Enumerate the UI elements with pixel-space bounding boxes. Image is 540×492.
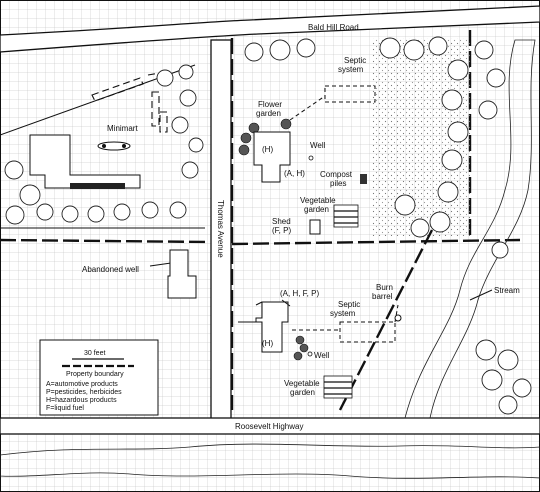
- veg-bot-label-2: garden: [290, 388, 315, 397]
- bottom-house-porch: [255, 299, 291, 307]
- tree-cluster-upper: [244, 36, 469, 238]
- compost-bin: [360, 174, 367, 184]
- septic-bot-label-2: system: [330, 309, 356, 318]
- parking-strip-1: [91, 77, 144, 102]
- legend-boundary-label: Property boundary: [66, 371, 124, 378]
- fuel-pump-2: [122, 144, 126, 148]
- shed-building: [309, 219, 321, 235]
- bottom-stream: [0, 443, 540, 479]
- minimart-sign: [70, 183, 125, 189]
- septic-top-pipe: [289, 95, 326, 121]
- compost-label-2: piles: [330, 179, 346, 188]
- abandoned-well-label: Abandoned well: [82, 265, 139, 274]
- septic-top-field: [324, 85, 376, 103]
- veg-bot-label-1: Vegetable: [284, 379, 320, 388]
- bottom-shrubs: [293, 335, 309, 361]
- septic-top-label-2: system: [338, 65, 364, 74]
- shed-label-2: (F, P): [272, 226, 291, 235]
- compost-label-1: Compost: [320, 170, 353, 179]
- minimart-label: Minimart: [107, 124, 138, 133]
- legend-item-p: P=pesticides, herbicides: [46, 389, 122, 396]
- veg-top-label-2: garden: [304, 205, 329, 214]
- thomas-avenue-label: Thomas Avenue: [216, 200, 225, 258]
- veg-bot-rows: [323, 375, 353, 399]
- stream-label: Stream: [494, 286, 520, 295]
- well-top-marker: [308, 155, 314, 161]
- parking-strip-3: [151, 91, 160, 127]
- house-bot-h: (H): [262, 339, 273, 348]
- roosevelt-highway-label: Roosevelt Highway: [235, 422, 303, 431]
- burn-label-2: barrel: [372, 292, 393, 301]
- road-dashes-left: [0, 238, 211, 244]
- legend-box: [39, 339, 159, 416]
- veg-top-rows: [333, 204, 359, 228]
- legend-item-f: F=liquid fuel: [46, 405, 84, 412]
- legend-scale-label: 30 feet: [84, 350, 105, 357]
- abandoned-house: [167, 249, 197, 299]
- tree-cluster-stream: [474, 40, 532, 415]
- parking-strip-2: [147, 72, 161, 76]
- burn-barrel-marker: [394, 314, 402, 322]
- stream: [404, 39, 536, 419]
- legend-item-a: A=automotive products: [46, 381, 118, 388]
- roosevelt-highway: [0, 417, 540, 435]
- bald-hill-road: [0, 5, 540, 53]
- flower-garden-label-2: garden: [256, 109, 281, 118]
- burn-label-1: Burn: [376, 283, 393, 292]
- septic-bot-label-1: Septic: [338, 300, 360, 309]
- well-top-label: Well: [310, 141, 326, 150]
- parking-strip-4: [159, 111, 168, 133]
- fuel-pump-1: [102, 144, 106, 148]
- house-bot-ahfp: (A, H, F, P): [280, 289, 319, 298]
- top-house-ah: (A, H): [284, 169, 305, 178]
- top-house: [253, 131, 291, 183]
- septic-top-label-1: Septic: [344, 56, 366, 65]
- fuel-island: [97, 141, 131, 151]
- well-bot-label: Well: [314, 351, 330, 360]
- flower-garden: [238, 118, 292, 156]
- stream-leader: [469, 289, 493, 301]
- well-bot-marker: [307, 351, 313, 357]
- bald-hill-road-label: Bald Hill Road: [308, 23, 359, 32]
- field-fence: [338, 229, 434, 411]
- shed-label-1: Shed: [272, 217, 291, 226]
- veg-top-label-1: Vegetable: [300, 196, 336, 205]
- septic-bot-field: [339, 321, 396, 343]
- tree-cluster-minimart: [4, 64, 204, 225]
- bottom-house: [255, 301, 289, 353]
- flower-garden-label-1: Flower: [258, 100, 282, 109]
- top-house-h: (H): [262, 145, 273, 154]
- minimart-building: [29, 134, 141, 189]
- legend-item-h: H=hazardous products: [46, 397, 117, 404]
